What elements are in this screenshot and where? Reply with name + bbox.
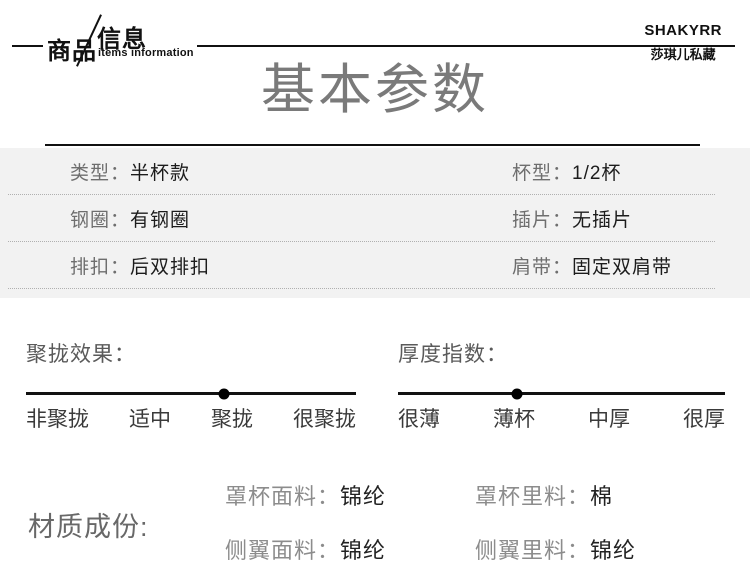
- material-cup-lining: 罩杯里料：棉: [475, 482, 636, 512]
- materials-title: 材质成份:: [28, 511, 149, 542]
- material-value: 锦纶: [590, 538, 637, 563]
- param-underwire: 钢圈：有钢圈: [8, 205, 450, 232]
- section-title: 基本参数: [261, 60, 489, 120]
- param-value: 有钢圈: [130, 209, 191, 231]
- material-label: 侧翼里料：: [475, 538, 591, 563]
- param-label: 钢圈：: [70, 209, 131, 231]
- page-header: 商品 信息 items information SHAKYRR 莎琪儿私藏: [0, 0, 750, 67]
- table-row: 排扣：后双排扣 肩带：固定双肩带: [8, 242, 715, 289]
- param-label: 插片：: [512, 209, 573, 231]
- param-value: 无插片: [572, 209, 633, 231]
- param-label: 排扣：: [70, 256, 131, 278]
- param-type: 类型：半杯款: [8, 158, 450, 185]
- param-cup-shape: 杯型：1/2杯: [450, 158, 715, 185]
- param-value: 半杯款: [130, 162, 191, 184]
- brand-block: SHAKYRR 莎琪儿私藏: [644, 23, 722, 62]
- materials-section: 材质成份: 罩杯面料：锦纶 罩杯里料：棉 侧翼面料：锦纶 侧翼里料：锦纶: [0, 482, 750, 566]
- brand-name-cn: 莎琪儿私藏: [650, 47, 716, 62]
- header-title-part2: 信息: [97, 26, 147, 53]
- brand-name-en: SHAKYRR: [644, 22, 722, 39]
- material-label: 侧翼面料：: [225, 538, 341, 563]
- slider-dot: [511, 388, 523, 399]
- slider-track: [26, 388, 356, 399]
- scale-label: 薄杯: [493, 408, 535, 431]
- param-value: 后双排扣: [130, 256, 211, 278]
- scale-label: 非聚拢: [26, 408, 89, 431]
- slider-title: 厚度指数：: [398, 343, 508, 366]
- material-label: 罩杯里料：: [475, 484, 591, 509]
- params-panel: 类型：半杯款 杯型：1/2杯 钢圈：有钢圈 插片：无插片 排扣：后双排扣 肩带：…: [0, 148, 750, 298]
- material-wing-lining: 侧翼里料：锦纶: [475, 536, 636, 566]
- param-label: 类型：: [70, 162, 131, 184]
- material-label: 罩杯面料：: [225, 484, 341, 509]
- material-wing-fabric: 侧翼面料：锦纶: [225, 536, 475, 566]
- param-closure: 排扣：后双排扣: [8, 252, 450, 279]
- header-subtitle: items information: [98, 47, 194, 59]
- header-rule-line: [197, 45, 735, 47]
- slider-push-up-effect: 聚拢效果： 非聚拢 适中 聚拢 很聚拢: [26, 342, 356, 433]
- slider-dot: [218, 388, 230, 399]
- param-label: 杯型：: [512, 162, 573, 184]
- header-left-dash: [12, 45, 43, 47]
- param-value: 固定双肩带: [572, 256, 673, 278]
- material-value: 锦纶: [340, 484, 387, 509]
- slider-scale-labels: 很薄 薄杯 中厚 很厚: [398, 407, 725, 433]
- scale-label: 很薄: [398, 408, 440, 431]
- scale-label: 适中: [129, 408, 171, 431]
- scale-label: 聚拢: [211, 408, 253, 431]
- slider-track: [398, 388, 725, 399]
- table-row: 钢圈：有钢圈 插片：无插片: [8, 195, 715, 242]
- scale-label: 中厚: [588, 408, 630, 431]
- param-value: 1/2杯: [572, 162, 622, 184]
- slider-scale-labels: 非聚拢 适中 聚拢 很聚拢: [26, 407, 356, 433]
- rating-sliders: 聚拢效果： 非聚拢 适中 聚拢 很聚拢 厚度指数： 很薄 薄杯 中厚 很厚: [0, 342, 750, 433]
- material-value: 锦纶: [340, 538, 387, 563]
- param-label: 肩带：: [512, 256, 573, 278]
- param-strap: 肩带：固定双肩带: [450, 252, 715, 279]
- scale-label: 很聚拢: [293, 408, 356, 431]
- materials-grid: 罩杯面料：锦纶 罩杯里料：棉 侧翼面料：锦纶 侧翼里料：锦纶: [225, 482, 636, 566]
- param-insert: 插片：无插片: [450, 205, 715, 232]
- slider-thickness-index: 厚度指数： 很薄 薄杯 中厚 很厚: [398, 342, 725, 433]
- scale-label: 很厚: [683, 408, 725, 431]
- table-top-rule: [45, 144, 700, 146]
- material-value: 棉: [590, 484, 614, 509]
- material-cup-fabric: 罩杯面料：锦纶: [225, 482, 475, 512]
- table-row: 类型：半杯款 杯型：1/2杯: [8, 148, 715, 195]
- slider-title: 聚拢效果：: [26, 343, 136, 366]
